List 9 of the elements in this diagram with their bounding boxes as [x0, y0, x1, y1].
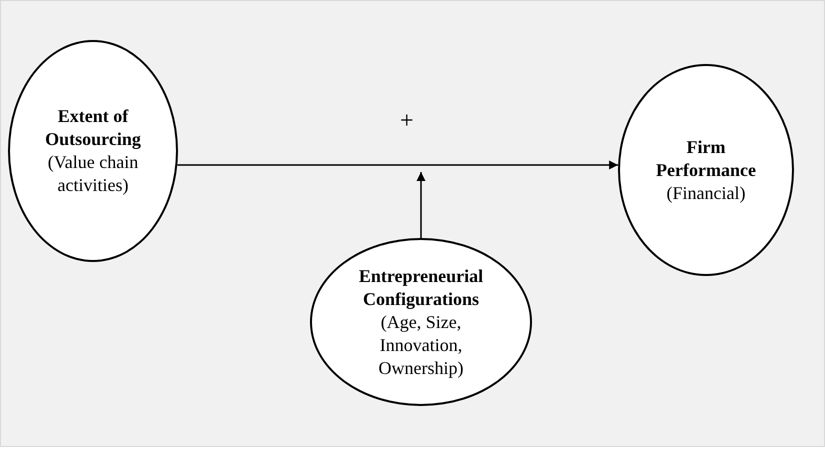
node-heading: Firm Performance — [655, 136, 757, 182]
sign-label: + — [400, 108, 414, 134]
node-description: (Age, Size, Innovation, Ownership) — [378, 310, 464, 380]
arrow — [177, 160, 618, 170]
node-heading: Extent of Outsourcing — [44, 105, 142, 151]
node-description: (Financial) — [666, 182, 746, 204]
node-heading: Entrepreneurial Configurations — [358, 264, 484, 310]
node-description: (Value chain activities) — [46, 151, 140, 197]
arrow — [416, 172, 426, 238]
